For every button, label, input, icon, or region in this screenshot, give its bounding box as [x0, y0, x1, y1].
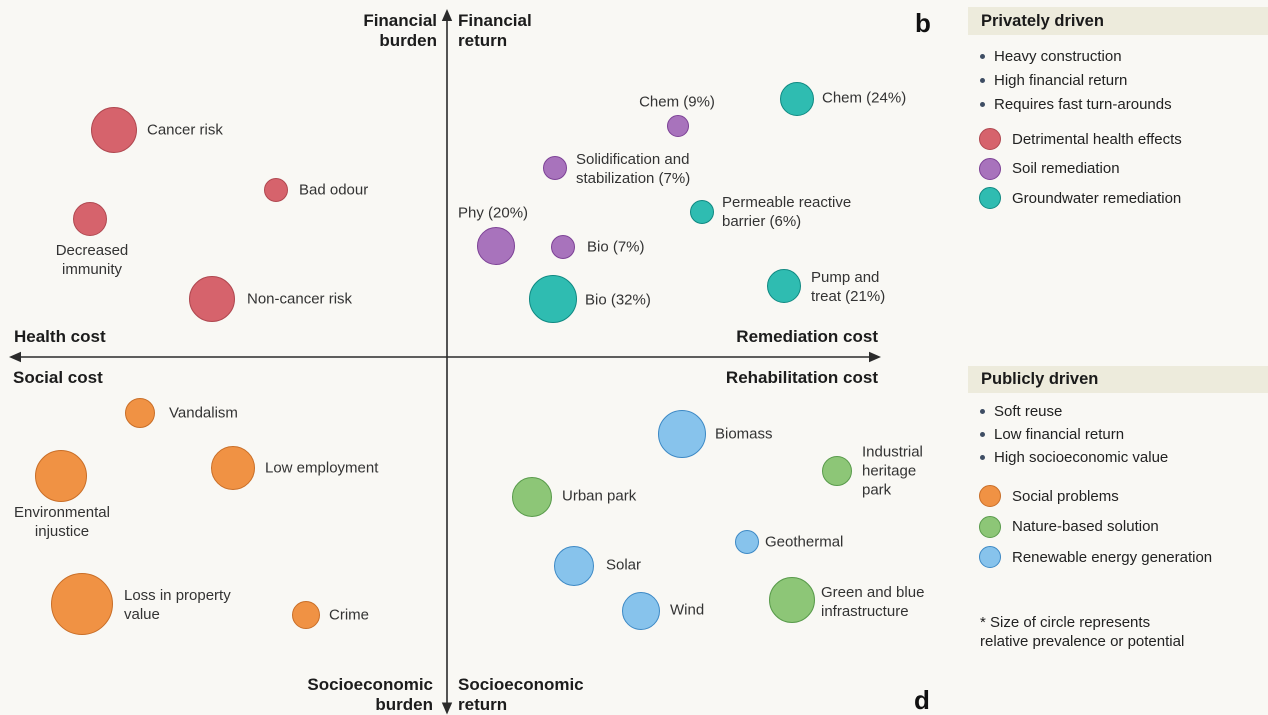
bubble-wind	[622, 592, 660, 630]
bubble-label-low-employment: Low employment	[265, 459, 379, 477]
bubble-non-cancer-risk	[189, 276, 235, 322]
bubble-urban-park	[512, 477, 552, 517]
legend-private-bullets: Heavy construction High financial return…	[980, 44, 1172, 116]
bubble-label-chem-24: Chem (24%)	[822, 89, 907, 107]
bullet-dot-icon	[980, 455, 985, 460]
bubble-label-biomass: Biomass	[715, 425, 773, 443]
axis-label-socioeconomic-return: Socioeconomic return	[458, 675, 584, 714]
bullet-dot-icon	[980, 101, 985, 107]
arrow-up-icon	[441, 9, 453, 21]
panel-letter-b: b	[915, 8, 931, 38]
bubble-loss-in-property-value	[51, 573, 113, 635]
axis-label-financial-return: Financial return	[458, 11, 532, 50]
axis-label-health-cost: Health cost	[14, 327, 106, 346]
bubble-decreased-immunity	[73, 202, 107, 236]
bullet-item: High socioeconomic value	[980, 446, 1168, 469]
bubble-bio-32	[529, 275, 577, 323]
bubble-low-employment	[211, 446, 255, 490]
legend-item: Renewable energy generation	[979, 546, 1212, 568]
blue-circle-icon	[979, 546, 1001, 568]
legend-item: Detrimental health effects	[979, 128, 1182, 150]
bubble-green-blue-infrastructure	[769, 577, 815, 623]
legend-private-items: Detrimental health effects Soil remediat…	[979, 128, 1182, 209]
bubble-pump-and-treat-21	[767, 269, 801, 303]
bullet-item: Soft reuse	[980, 400, 1168, 423]
bullet-item: High financial return	[980, 68, 1172, 92]
legend-private-title: Privately driven	[981, 12, 1104, 30]
bubble-label-solar: Solar	[606, 556, 642, 574]
bubble-label-bio-7: Bio (7%)	[587, 238, 645, 256]
orange-circle-icon	[979, 485, 1001, 507]
bubble-cancer-risk	[91, 107, 137, 153]
legend-public-header: Publicly driven	[968, 366, 1268, 393]
bubble-geothermal	[735, 530, 759, 554]
legend-public-title: Publicly driven	[981, 370, 1099, 388]
bubble-label-vandalism: Vandalism	[169, 404, 238, 422]
arrow-right-icon	[869, 351, 881, 363]
bubble-solar	[554, 546, 594, 586]
bubble-bad-odour	[264, 178, 288, 202]
legend-public-items: Social problems Nature-based solution Re…	[979, 485, 1212, 568]
bubble-phy-20	[477, 227, 515, 265]
bullet-dot-icon	[980, 53, 985, 59]
bubble-label-urban-park: Urban park	[562, 487, 637, 505]
legend-item: Groundwater remediation	[979, 187, 1182, 209]
bubble-label-wind: Wind	[670, 601, 705, 619]
axis-label-social-cost: Social cost	[13, 368, 103, 387]
legend-item: Nature-based solution	[979, 515, 1212, 538]
axis-label-financial-burden: Financial burden	[363, 11, 437, 50]
bubble-label-cancer-risk: Cancer risk	[147, 121, 223, 139]
bubble-industrial-heritage-park	[822, 456, 852, 486]
bubble-biomass	[658, 410, 706, 458]
bubble-label-non-cancer-risk: Non-cancer risk	[247, 290, 353, 308]
bullet-item: Low financial return	[980, 423, 1168, 446]
bubble-label-chem-9: Chem (9%)	[639, 93, 715, 111]
arrow-left-icon	[9, 351, 21, 363]
bubble-label-bad-odour: Bad odour	[299, 181, 369, 199]
legend-item: Soil remediation	[979, 157, 1182, 180]
axis-label-socioeconomic-burden: Socioeconomic burden	[307, 675, 433, 714]
legend-public-bullets: Soft reuse Low financial return High soc…	[980, 400, 1168, 469]
bullet-dot-icon	[980, 409, 985, 414]
green-circle-icon	[979, 515, 1001, 538]
bubble-permeable-reactive-barrier-6	[690, 200, 714, 224]
bubble-crime	[292, 601, 320, 629]
arrow-down-icon	[441, 702, 453, 715]
bubble-bio-7	[551, 235, 575, 259]
bullet-item: Requires fast turn-arounds	[980, 92, 1172, 116]
bubble-environmental-injustice	[35, 450, 87, 502]
bullet-dot-icon	[980, 432, 985, 437]
bubble-label-crime: Crime	[329, 606, 369, 624]
bubble-label-phy-20: Phy (20%)	[458, 204, 529, 222]
red-circle-icon	[979, 128, 1001, 150]
bubble-label-geothermal: Geothermal	[765, 533, 844, 551]
bullet-item: Heavy construction	[980, 44, 1172, 68]
teal-circle-icon	[979, 187, 1001, 209]
axis-label-rehabilitation-cost: Rehabilitation cost	[725, 368, 878, 387]
size-footnote: * Size of circle represents relative pre…	[980, 614, 1185, 650]
bubble-chem-9	[667, 115, 689, 137]
bubble-solidification-stabilization-7	[543, 156, 567, 180]
purple-circle-icon	[979, 157, 1001, 180]
bullet-dot-icon	[980, 77, 985, 83]
axis-label-remediation-cost: Remediation cost	[736, 327, 878, 346]
bubble-vandalism	[125, 398, 155, 428]
legend-private-header: Privately driven	[968, 7, 1268, 35]
bubble-label-bio-32: Bio (32%)	[585, 291, 651, 309]
bubble-chem-24	[780, 82, 814, 116]
legend-item: Social problems	[979, 485, 1212, 507]
panel-letter-d: d	[914, 685, 930, 715]
